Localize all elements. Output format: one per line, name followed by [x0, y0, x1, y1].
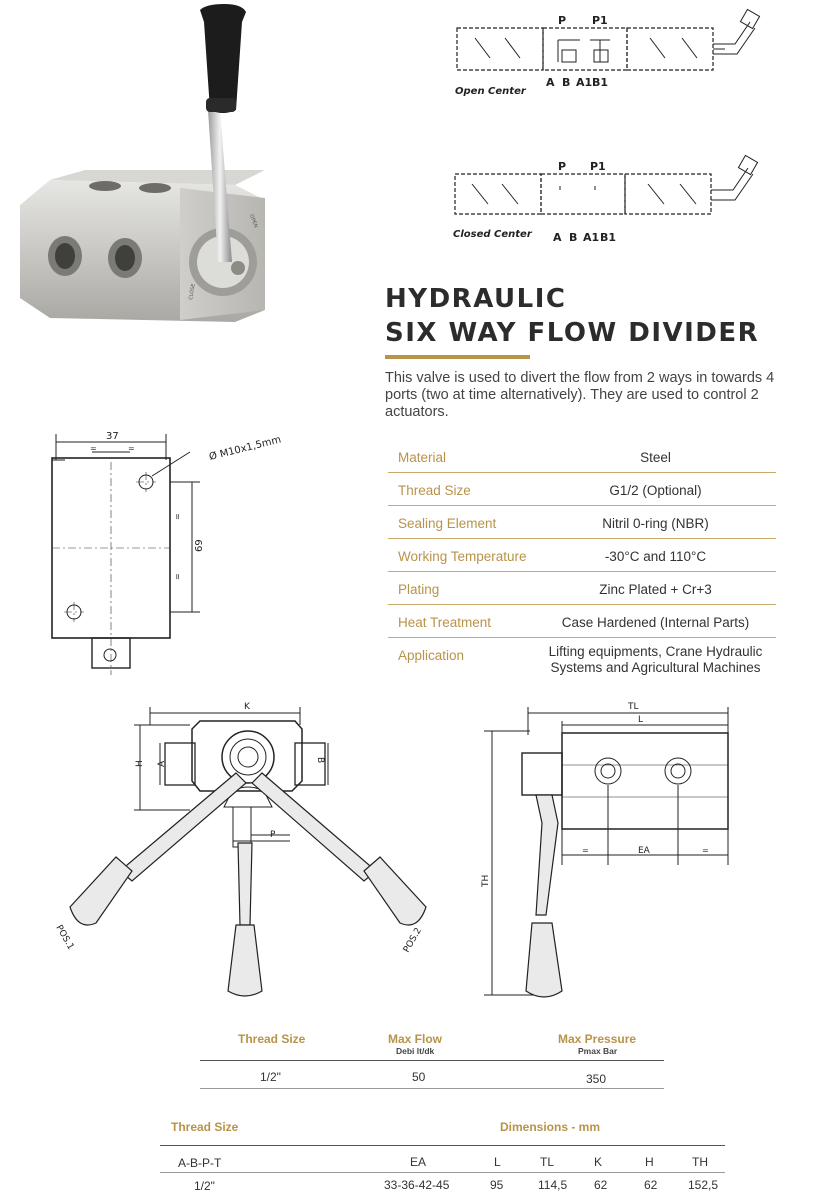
spec-label: Application	[398, 648, 465, 663]
closed-top-p: P	[558, 160, 566, 173]
open-bottom-b: B	[562, 76, 570, 89]
spec-label: Plating	[398, 582, 440, 597]
t2-header-dimensions: Dimensions - mm	[500, 1120, 601, 1134]
open-bottom-a: A	[546, 76, 555, 89]
eq-mark-4: =	[173, 573, 182, 580]
t2-col-l: L	[494, 1155, 501, 1169]
spec-label: Working Temperature	[398, 549, 527, 564]
spec-value: Nitril 0-ring (NBR)	[602, 516, 709, 531]
dim-ea: EA	[638, 846, 651, 856]
height-dim-69: 69	[194, 539, 205, 552]
t2-cell-h: 62	[644, 1178, 658, 1192]
spec-value: Lifting equipments, Crane Hydraulic Syst…	[533, 644, 778, 676]
t1-cell-flow: 50	[412, 1070, 426, 1084]
t1-subheader-flow: Debi lt/dk	[396, 1046, 435, 1056]
dim-p: P	[270, 830, 276, 840]
title-line-1: HYDRAULIC	[385, 284, 567, 314]
close-engraving: CLOSE	[188, 283, 197, 300]
t2-header-thread-size: Thread Size	[171, 1120, 239, 1134]
spec-label: Thread Size	[398, 483, 471, 498]
dim-th: TH	[481, 875, 491, 888]
t2-col-k: K	[594, 1155, 603, 1169]
eq-mark-3: =	[173, 513, 182, 520]
closed-center-caption: Closed Center	[453, 229, 533, 240]
spec-row-plating: Plating Zinc Plated + Cr+3	[388, 572, 776, 605]
closed-bottom-b: B	[569, 231, 577, 244]
t2-cell-th: 152,5	[688, 1178, 719, 1192]
closed-bottom-b1: B1	[600, 231, 616, 244]
t1-header-thread-size: Thread Size	[238, 1032, 306, 1046]
open-bottom-b1: B1	[592, 76, 608, 89]
side-view-drawing: TL L EA = = TH	[480, 695, 740, 1015]
spec-value: -30°C and 110°C	[604, 549, 707, 564]
spec-row-heat-treatment: Heat Treatment Case Hardened (Internal P…	[388, 605, 776, 638]
t1-header-rule	[200, 1060, 664, 1061]
spec-value: Zinc Plated + Cr+3	[599, 582, 712, 597]
t1-bottom-rule	[200, 1088, 664, 1089]
t2-col-tl: TL	[540, 1155, 555, 1169]
spec-row-sealing-element: Sealing Element Nitril 0-ring (NBR)	[388, 506, 776, 539]
eq-mark-1: =	[90, 444, 97, 453]
t2-cell-k: 62	[594, 1178, 608, 1192]
spec-label: Sealing Element	[398, 516, 497, 531]
spec-value: Steel	[640, 450, 671, 465]
closed-center-symbol: P P1 Closed Center A B A1 B1	[450, 150, 770, 250]
spec-label: Material	[398, 450, 447, 465]
dim-tl: TL	[627, 702, 639, 712]
t2-cell-ea: 33-36-42-45	[384, 1178, 450, 1192]
page-title: HYDRAULIC SIX WAY FLOW DIVIDER	[385, 282, 759, 350]
open-bottom-a1: A1	[576, 76, 592, 89]
width-dim-37: 37	[106, 431, 119, 442]
spec-value-line-2: Systems and Agricultural Machines	[550, 660, 761, 675]
front-view-drawing: K H A B P POS.1 POS.2	[40, 695, 460, 1015]
closed-bottom-a: A	[553, 231, 562, 244]
t1-cell-thread: 1/2"	[260, 1070, 281, 1084]
spec-row-working-temperature: Working Temperature -30°C and 110°C	[388, 539, 776, 572]
open-center-caption: Open Center	[455, 86, 527, 97]
t1-cell-pressure: 350	[586, 1072, 607, 1086]
t1-header-max-pressure: Max Pressure	[558, 1032, 637, 1046]
t2-col-th: TH	[692, 1155, 708, 1169]
title-underline	[385, 355, 530, 359]
open-top-p: P	[558, 14, 566, 27]
dim-b: B	[315, 757, 325, 763]
t2-header-rule	[160, 1145, 725, 1146]
t2-cell-thread: 1/2"	[194, 1179, 215, 1193]
t1-subheader-pressure: Pmax Bar	[578, 1046, 618, 1056]
product-photo: OPEN CLOSE	[10, 0, 280, 330]
open-center-symbol: P P1 A B A1 B1 Open Center	[450, 0, 770, 110]
description: This valve is used to divert the flow fr…	[385, 370, 775, 420]
t2-cell-l: 95	[490, 1178, 504, 1192]
t2-col-ea: EA	[410, 1155, 427, 1169]
top-view-drawing: 37 = = 69 = = Ø M10x1,5mm	[40, 420, 300, 685]
t1-header-max-flow: Max Flow	[388, 1032, 443, 1046]
title-line-2: SIX WAY FLOW DIVIDER	[385, 318, 760, 348]
spec-value: Case Hardened (Internal Parts)	[561, 615, 750, 630]
spec-row-material: Material Steel	[388, 440, 776, 473]
open-engraving: OPEN	[248, 214, 258, 229]
open-top-p1: P1	[592, 14, 608, 27]
spec-label: Heat Treatment	[398, 615, 492, 630]
spec-value: G1/2 (Optional)	[609, 483, 702, 498]
pos-1-label: POS.1	[53, 924, 75, 952]
spec-value-line-1: Lifting equipments, Crane Hydraulic	[548, 644, 763, 659]
eq-mark-left: =	[582, 846, 589, 855]
t2-mid-rule	[160, 1172, 725, 1173]
eq-mark-right: =	[702, 846, 709, 855]
closed-bottom-a1: A1	[583, 231, 599, 244]
dim-l: L	[638, 715, 643, 725]
spec-row-thread-size: Thread Size G1/2 (Optional)	[388, 473, 776, 506]
t2-col-abpt: A-B-P-T	[178, 1156, 222, 1170]
thread-note: Ø M10x1,5mm	[208, 433, 282, 462]
dim-a: A	[157, 760, 167, 767]
t2-cell-tl: 114,5	[538, 1178, 568, 1192]
t2-col-h: H	[645, 1155, 654, 1169]
dim-k: K	[244, 702, 251, 712]
closed-top-p1: P1	[590, 160, 606, 173]
pos-2-label: POS.2	[402, 926, 424, 954]
eq-mark-2: =	[128, 444, 135, 453]
dim-h: H	[135, 760, 145, 767]
spec-row-application: Application Lifting equipments, Crane Hy…	[388, 638, 776, 688]
